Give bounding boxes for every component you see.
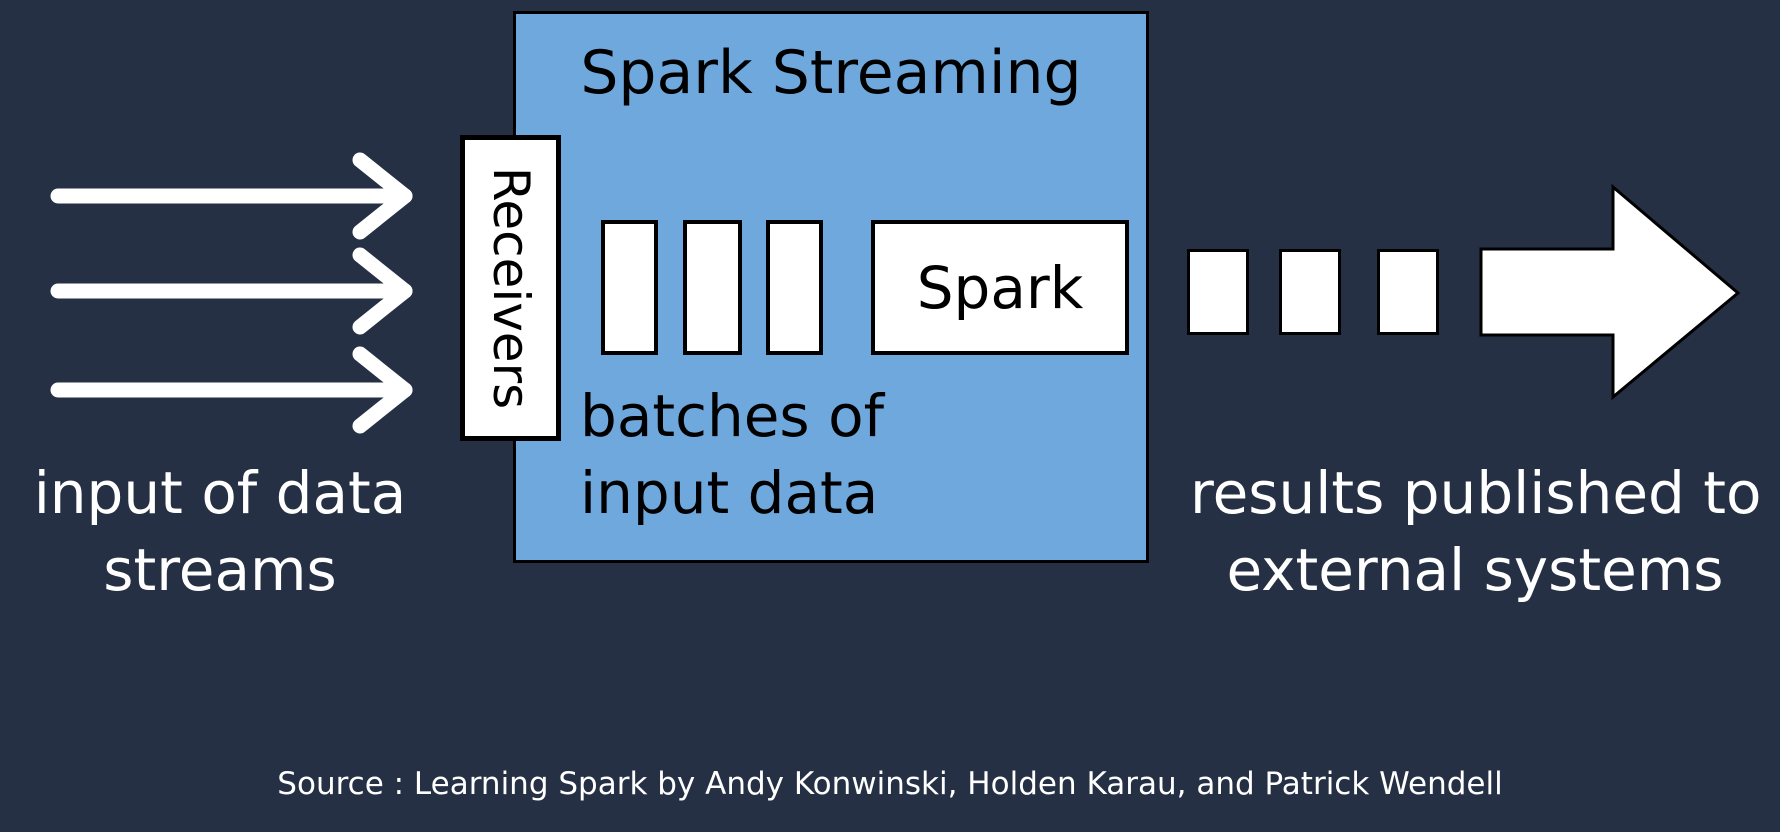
- output-results-label: results published to external systems: [1190, 455, 1762, 609]
- input-batch-block: [601, 220, 658, 355]
- receivers-label: Receivers: [481, 166, 540, 410]
- input-arrow-icon: [50, 152, 413, 240]
- batches-label-line1: batches of: [580, 382, 884, 450]
- input-arrow-icon: [50, 346, 413, 434]
- receivers-box: Receivers: [460, 135, 561, 441]
- output-result-block: [1187, 249, 1249, 335]
- input-label-line1: input of data: [33, 459, 407, 527]
- output-label-line2: external systems: [1226, 536, 1724, 604]
- input-arrow-icon: [50, 247, 413, 335]
- batches-label-line2: input data: [580, 459, 879, 527]
- spark-engine-label: Spark: [916, 253, 1084, 322]
- output-result-block: [1377, 249, 1439, 335]
- spark-engine-box: Spark: [871, 220, 1129, 355]
- input-label-line2: streams: [103, 536, 337, 604]
- output-label-line1: results published to: [1190, 459, 1762, 527]
- batches-label: batches of input data: [580, 378, 884, 532]
- source-citation: Source : Learning Spark by Andy Konwinsk…: [277, 766, 1503, 802]
- input-batch-block: [683, 220, 742, 355]
- input-arrows: [50, 152, 413, 434]
- input-batch-block: [766, 220, 823, 355]
- spark-streaming-title: Spark Streaming: [580, 38, 1082, 108]
- output-result-block: [1279, 249, 1341, 335]
- input-streams-label: input of data streams: [20, 455, 420, 609]
- output-arrow-icon: [1479, 183, 1741, 401]
